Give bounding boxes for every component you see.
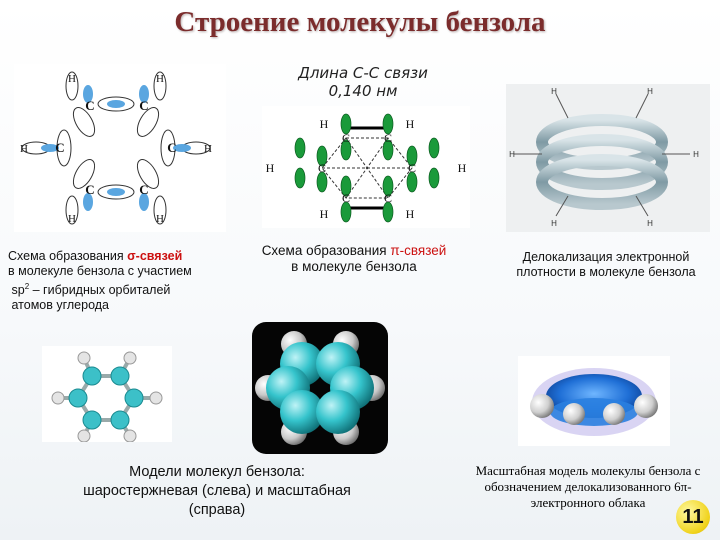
- models-caption: Модели молекул бензола: шаростержневая (…: [52, 463, 382, 520]
- models-caption-line3: (справа): [188, 502, 246, 518]
- hydrogen-label: H: [156, 213, 164, 225]
- hydrogen-label: H: [406, 207, 415, 221]
- sigma-caption-highlight: σ-связей: [127, 249, 183, 263]
- hydrogen-label: H: [406, 117, 415, 131]
- hydrogen-label: H: [458, 161, 467, 175]
- sigma-caption-sup: 2: [24, 282, 30, 291]
- hydrogen-spheres: [530, 394, 658, 425]
- hydrogen-label: H: [204, 143, 212, 155]
- hydrogen-label: H: [320, 117, 329, 131]
- bond-length-label: Длина С-С связи 0,140 нм: [268, 64, 458, 100]
- pi-caption-line2: в молекуле бензола: [291, 259, 417, 274]
- carbon-label: C: [167, 140, 176, 155]
- carbon-label: C: [384, 131, 392, 145]
- carbon-label: C: [85, 98, 94, 113]
- hydrogen-label: H: [551, 219, 557, 228]
- hydrogen-label: H: [68, 213, 76, 225]
- deloc-caption-line1: Делокализация электронной: [522, 250, 690, 264]
- ball-and-stick-model: [42, 346, 172, 442]
- scale-model-caption: Масштабная модель молекулы бензола с обо…: [456, 463, 720, 511]
- carbon-spheres: [266, 342, 374, 434]
- scale-caption-line1: Масштабная модель молекулы бензола с: [475, 463, 701, 478]
- scale-caption-line2: обозначением делокализованного 6π-: [484, 479, 692, 494]
- sigma-overlap-regions: [41, 85, 191, 211]
- hydrogen-label: H: [266, 161, 275, 175]
- carbon-label: C: [408, 161, 416, 175]
- deloc-caption-line2: плотности в молекуле бензола: [516, 265, 696, 279]
- hydrogen-label: H: [320, 207, 329, 221]
- carbon-label: C: [384, 191, 392, 205]
- hydrogen-label: H: [156, 73, 164, 85]
- bond-length-line2: 0,140 нм: [328, 82, 398, 100]
- hydrogen-label: H: [551, 87, 557, 96]
- sigma-caption-line2: в молекуле бензола с участием: [8, 264, 192, 278]
- carbon-label: C: [342, 191, 350, 205]
- hydrogen-label: H: [647, 87, 653, 96]
- space-filling-model: [252, 322, 388, 454]
- bond-length-line1: Длина С-С связи: [298, 64, 428, 82]
- carbon-label: C: [139, 98, 148, 113]
- sigma-bond-diagram: C C C C C C H H H H H H: [14, 64, 226, 232]
- sigma-caption-sp: sp: [11, 283, 25, 298]
- carbon-atoms: [68, 366, 144, 430]
- carbon-label: C: [342, 131, 350, 145]
- hydrogen-label: H: [693, 150, 699, 159]
- sigma-orbitals: [21, 71, 211, 225]
- delocalization-diagram: H H H H H H: [506, 84, 710, 232]
- slide-number-badge: 11: [676, 500, 710, 534]
- sigma-caption-line4: атомов углерода: [11, 298, 110, 313]
- sigma-caption: Схема образования σ-связей в молекуле бе…: [8, 249, 248, 313]
- models-caption-line2: шаростержневая (слева) и масштабная: [83, 483, 351, 499]
- pi-bond-diagram: C C C C C C H H H H H H: [262, 106, 470, 228]
- delocalization-caption: Делокализация электронной плотности в мо…: [494, 250, 718, 280]
- carbon-label: C: [85, 182, 94, 197]
- scale-caption-line3: электронного облака: [530, 495, 646, 510]
- electron-cloud-rings: [536, 114, 668, 210]
- carbon-label: C: [318, 161, 326, 175]
- sigma-caption-prefix: Схема образования: [8, 249, 128, 263]
- carbon-label: C: [55, 140, 64, 155]
- pi-caption: Схема образования π-связей в молекуле бе…: [238, 243, 470, 275]
- hydrogen-atoms: [51, 351, 163, 442]
- models-caption-line1: Модели молекул бензола:: [129, 464, 305, 480]
- hydrogen-label: H: [20, 143, 28, 155]
- hydrogen-label: H: [509, 150, 515, 159]
- pi-caption-prefix: Схема образования: [261, 243, 391, 258]
- carbon-label: C: [139, 182, 148, 197]
- hydrogen-label: H: [68, 73, 76, 85]
- pi-caption-highlight: π-связей: [390, 243, 447, 258]
- pi-orbitals: [294, 113, 440, 223]
- slide-title: Строение молекулы бензола: [174, 6, 546, 38]
- scale-model-electron-cloud: [518, 356, 670, 446]
- sigma-caption-line3: – гибридных орбиталей: [29, 283, 171, 298]
- hydrogen-label: H: [647, 219, 653, 228]
